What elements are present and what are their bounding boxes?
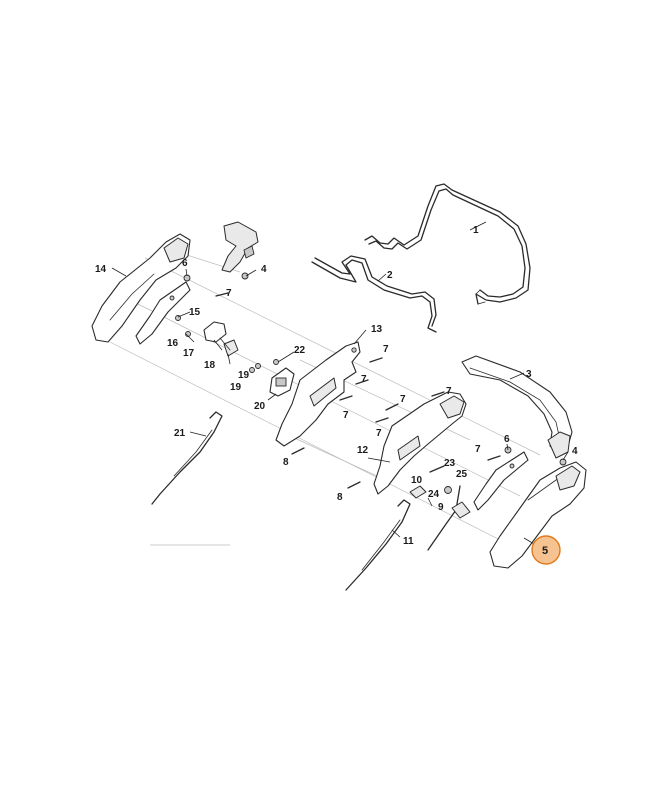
callout-7-h: 7 [475, 444, 481, 455]
part-21-left-cable [151, 411, 223, 505]
callout-10: 10 [411, 475, 423, 486]
part-5-handle-cover [489, 461, 587, 569]
callout-15: 15 [189, 307, 201, 318]
callout-8-right: 8 [337, 492, 343, 503]
callout-19-b: 19 [230, 382, 242, 393]
callout-20: 20 [254, 401, 266, 412]
callout-labels: 1 2 3 4 4 5 6 6 7 7 7 7 7 7 7 7 8 8 9 10… [95, 225, 578, 565]
callout-9: 9 [438, 502, 444, 513]
callout-25: 25 [456, 469, 468, 480]
callout-22: 22 [294, 345, 306, 356]
callout-5-highlight: 5 [531, 535, 561, 565]
part-20-clamp-block [269, 367, 295, 397]
callout-7-d: 7 [343, 410, 349, 421]
part-6-bracket-left [135, 281, 191, 345]
callout-17: 17 [183, 348, 195, 359]
callout-2: 2 [387, 270, 393, 281]
part-13-center-side-plate [275, 341, 361, 447]
callout-1: 1 [473, 225, 479, 236]
callout-3: 3 [526, 369, 532, 380]
callout-11: 11 [403, 536, 414, 547]
callout-6-right: 6 [504, 434, 510, 445]
callout-18: 18 [204, 360, 216, 371]
callout-5: 5 [542, 545, 548, 557]
callout-7-a: 7 [226, 288, 232, 299]
callout-4-upper: 4 [261, 264, 267, 275]
part-17-knob [203, 321, 227, 343]
part-14-left-handle-cover [91, 233, 191, 343]
callout-13: 13 [371, 324, 383, 335]
part-11-long-cable [345, 499, 411, 591]
part-12-right-side-plate [373, 391, 467, 495]
callout-7-f: 7 [376, 428, 382, 439]
callout-19-a: 19 [238, 370, 250, 381]
callout-23: 23 [444, 458, 456, 469]
part-6-bracket-right [473, 451, 529, 511]
callout-4-lower: 4 [572, 446, 578, 457]
callout-14: 14 [95, 264, 107, 275]
callout-24: 24 [428, 489, 440, 500]
callout-leader-lines [111, 221, 569, 549]
part-3-grip-sleeve [461, 355, 573, 459]
callout-6-left: 6 [182, 258, 188, 269]
callout-7-c: 7 [361, 374, 367, 385]
part-9-cable [427, 485, 471, 551]
callout-7-b: 7 [383, 344, 389, 355]
callout-16: 16 [167, 338, 179, 349]
callout-7-e: 7 [400, 394, 406, 405]
part-2-bail-lever [311, 255, 437, 333]
callout-21: 21 [174, 428, 186, 439]
part-1-upper-handle [364, 183, 531, 305]
hardware-fasteners [175, 272, 567, 499]
callout-8-left: 8 [283, 457, 289, 468]
callout-7-g: 7 [446, 386, 452, 397]
upper-left-bracket [221, 221, 259, 273]
callout-12: 12 [357, 445, 369, 456]
part-18-plunger [219, 337, 239, 357]
